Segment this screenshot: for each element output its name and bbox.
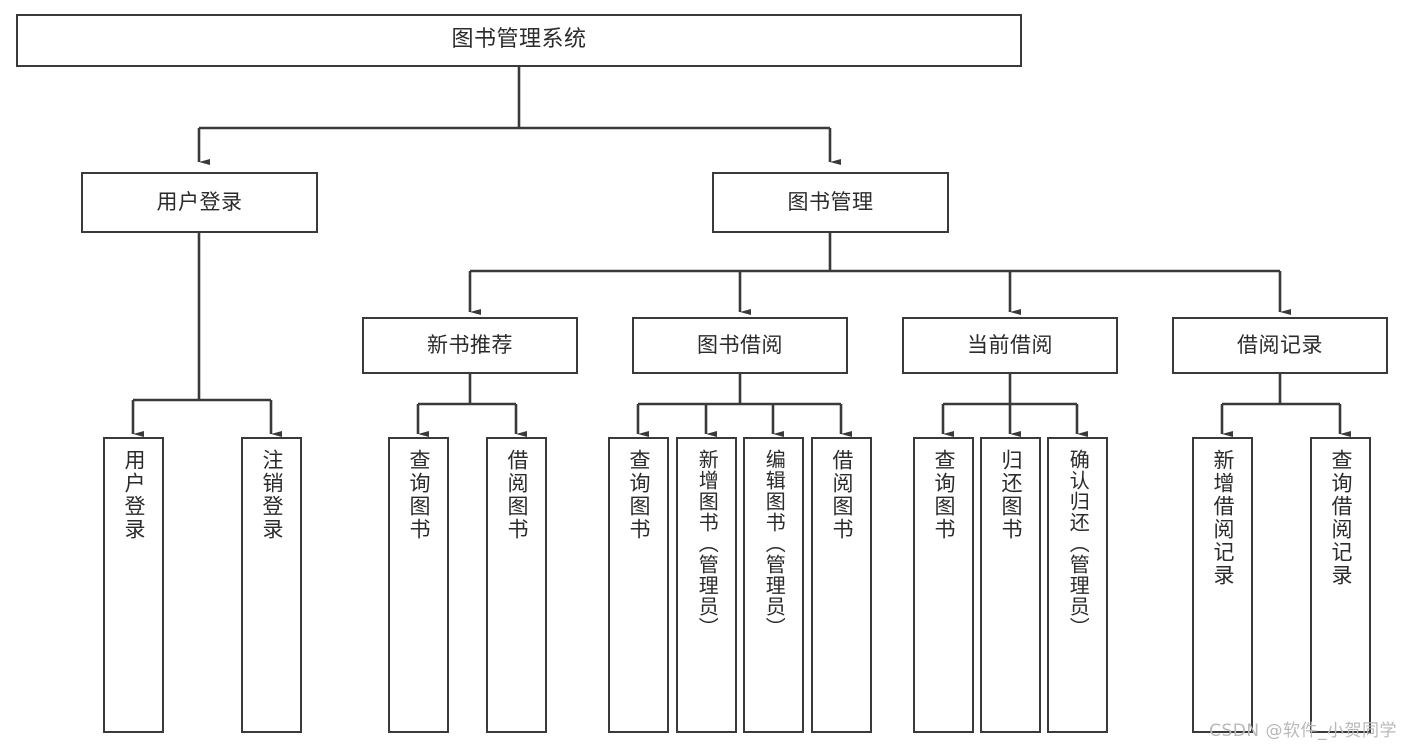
leaf-label: 归还图书 <box>998 449 1023 541</box>
leaf-label: 借阅图书 <box>829 449 854 541</box>
leaf-confirm-return-admin[interactable]: 确认归还（管理员） <box>1047 437 1108 733</box>
node-label: 图书管理系统 <box>451 27 587 53</box>
leaf-borrow-book-1[interactable]: 借阅图书 <box>486 437 547 733</box>
node-book-manage[interactable]: 图书管理 <box>712 172 949 233</box>
leaf-label: 查询图书 <box>406 449 431 541</box>
leaf-query-book-3[interactable]: 查询图书 <box>913 437 974 733</box>
leaf-return-book[interactable]: 归还图书 <box>980 437 1041 733</box>
node-label: 借阅记录 <box>1237 332 1323 357</box>
node-label: 新书推荐 <box>427 332 513 357</box>
leaf-label: 注销登录 <box>259 449 284 541</box>
leaf-add-book-admin[interactable]: 新增图书（管理员） <box>676 437 737 733</box>
watermark: CSDN @软件_小贺同学 <box>1209 721 1397 741</box>
node-book-borrow[interactable]: 图书借阅 <box>632 317 848 374</box>
leaf-label: 查询图书 <box>626 449 651 541</box>
leaf-logout-login[interactable]: 注销登录 <box>241 437 302 733</box>
leaf-add-borrow-record[interactable]: 新增借阅记录 <box>1192 437 1253 733</box>
leaf-label: 借阅图书 <box>504 449 529 541</box>
leaf-label: 用户登录 <box>121 449 146 541</box>
leaf-label: 确认归还（管理员） <box>1066 449 1091 638</box>
node-borrow-record[interactable]: 借阅记录 <box>1172 317 1388 374</box>
node-current-borrow[interactable]: 当前借阅 <box>902 317 1118 374</box>
node-user-login[interactable]: 用户登录 <box>81 172 318 233</box>
node-new-book-recommend[interactable]: 新书推荐 <box>362 317 578 374</box>
node-label: 图书管理 <box>787 189 874 214</box>
leaf-label: 查询图书 <box>931 449 956 541</box>
leaf-label: 编辑图书（管理员） <box>762 449 787 638</box>
leaf-user-login[interactable]: 用户登录 <box>103 437 164 733</box>
node-label: 当前借阅 <box>967 332 1053 357</box>
node-label: 用户登录 <box>156 189 243 214</box>
leaf-label: 查询借阅记录 <box>1328 449 1353 587</box>
leaf-label: 新增借阅记录 <box>1210 449 1235 587</box>
leaf-query-borrow-record[interactable]: 查询借阅记录 <box>1310 437 1371 733</box>
node-label: 图书借阅 <box>697 332 783 357</box>
leaf-label: 新增图书（管理员） <box>695 449 720 638</box>
leaf-query-book-2[interactable]: 查询图书 <box>608 437 669 733</box>
leaf-query-book-1[interactable]: 查询图书 <box>388 437 449 733</box>
leaf-borrow-book-2[interactable]: 借阅图书 <box>811 437 872 733</box>
node-root-system[interactable]: 图书管理系统 <box>16 14 1022 67</box>
leaf-edit-book-admin[interactable]: 编辑图书（管理员） <box>743 437 804 733</box>
